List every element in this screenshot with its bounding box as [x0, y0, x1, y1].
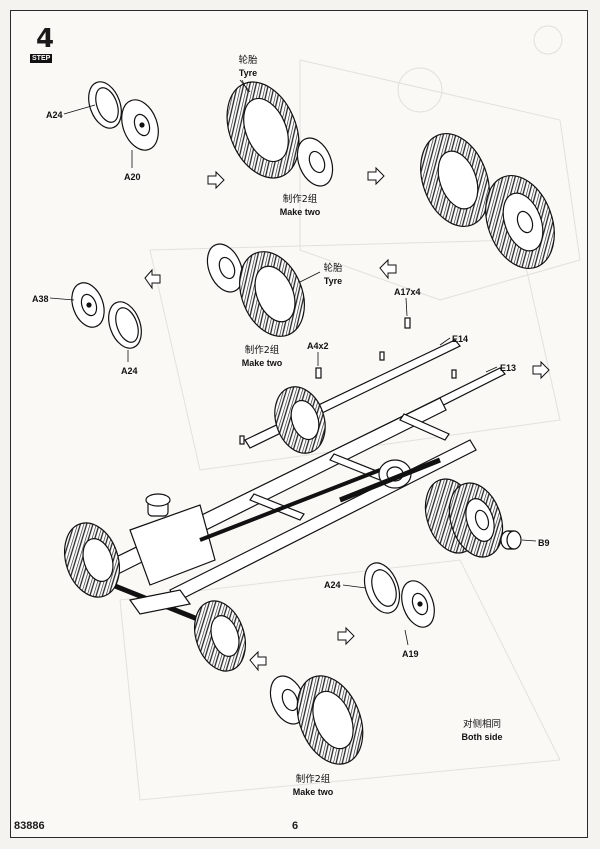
chassis-rear-dual-wheel [424, 478, 504, 558]
step-number: 4 [36, 24, 55, 54]
step-arrows [144, 166, 550, 672]
label-a17x4: A17x4 [394, 287, 421, 297]
wheel-tyre-bottom [269, 675, 364, 765]
label-make-two-cn-2: 制作2组 [244, 345, 280, 356]
label-a38: A38 [32, 294, 49, 304]
label-a4x2: A4x2 [307, 341, 329, 351]
label-a24-bottom: A24 [324, 580, 341, 590]
label-tyre-cn-2: 轮胎 [323, 263, 343, 274]
label-e14: E14 [452, 334, 469, 344]
label-make-two-en-2: Make two [241, 358, 283, 368]
rim-a24-top [88, 81, 159, 151]
chassis-front-right-wheel [194, 600, 246, 672]
label-a19: A19 [402, 649, 419, 659]
label-a24-left: A24 [121, 366, 138, 376]
label-a24-top: A24 [46, 110, 63, 120]
leader-lines [49, 79, 537, 646]
hub-cap-b9 [500, 530, 522, 550]
label-make-two-en-1: Make two [279, 207, 321, 217]
wheel-tyre-middle [206, 243, 305, 337]
rim-a38-a24-left [71, 282, 142, 349]
label-both-side-en: Both side [461, 732, 503, 742]
wheel-tyre-top [226, 79, 334, 187]
label-make-two-en-3: Make two [292, 787, 334, 797]
step-badge: 4 STEP [20, 24, 64, 64]
label-make-two-cn-3: 制作2组 [295, 774, 331, 785]
background-ghost-drawing [119, 25, 581, 801]
dual-wheel-assembled-top-right [420, 132, 555, 270]
catalog-number: 83886 [14, 820, 45, 832]
label-a20: A20 [124, 172, 141, 182]
label-tyre-en-2: Tyre [323, 276, 343, 286]
page-number: 6 [292, 820, 299, 832]
chassis-frame [99, 317, 506, 623]
label-make-two-cn-1: 制作2组 [282, 194, 318, 205]
label-tyre-en-1: Tyre [238, 68, 258, 78]
label-b9: B9 [538, 538, 550, 548]
chassis-rear-left-wheel [274, 386, 326, 454]
step-word: STEP [30, 54, 53, 63]
label-both-side-cn: 对侧相同 [462, 719, 502, 730]
rim-a24-a19-bottom [363, 562, 435, 628]
label-e13: E13 [500, 363, 517, 373]
chassis-front-left-wheel [64, 522, 120, 598]
label-tyre-cn-1: 轮胎 [238, 55, 258, 66]
